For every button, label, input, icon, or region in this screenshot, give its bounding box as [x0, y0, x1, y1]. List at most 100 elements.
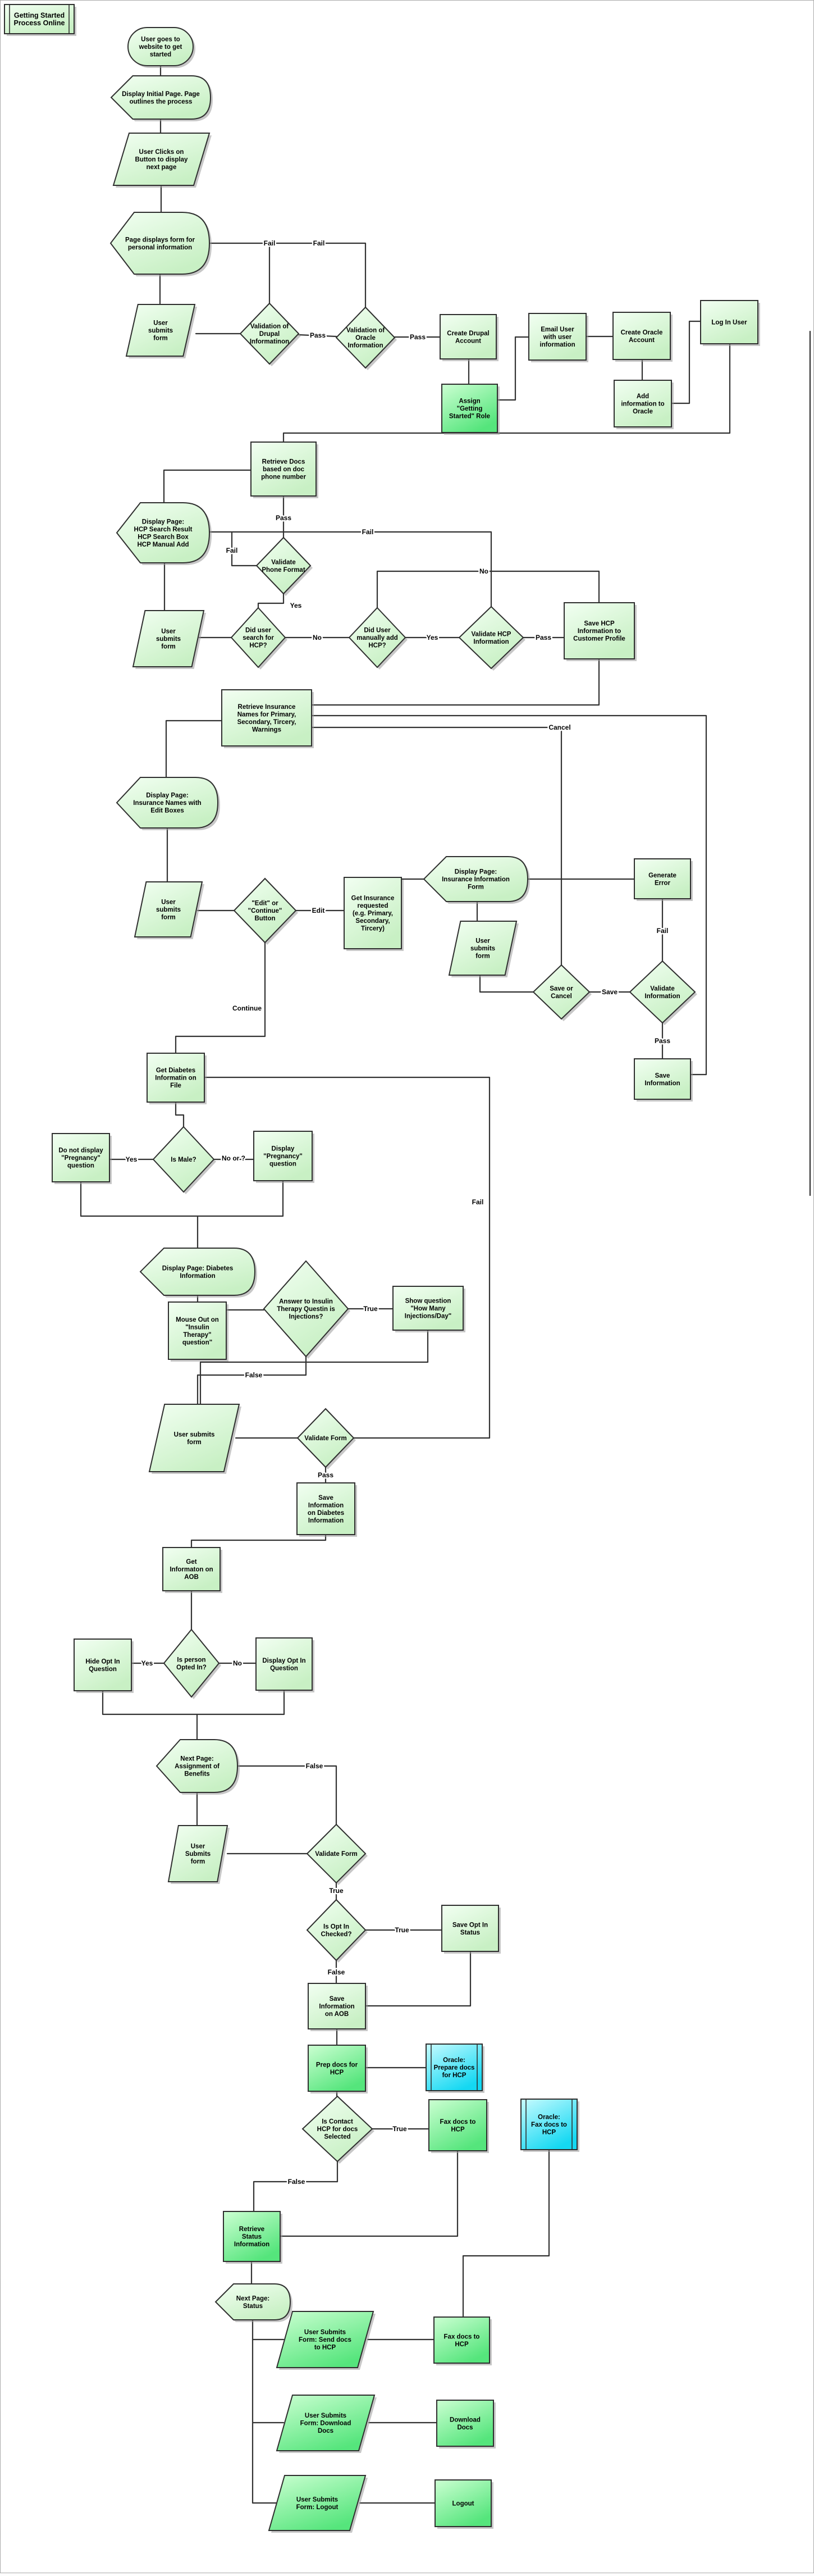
user-submits-download-label-line: User Submits	[305, 2413, 346, 2419]
edge-didsearch-yes-up	[257, 593, 285, 609]
edge-validateform1-fail-loop	[203, 1076, 491, 1439]
user-submits-form-2-shape	[132, 610, 205, 667]
next-page-status-shape	[214, 2283, 291, 2320]
validation-oracle-label-line: Validation of	[346, 327, 385, 334]
log-in-user: Log In User	[700, 300, 760, 346]
lbl-yes-male: Yes	[126, 1155, 138, 1163]
user-clicks-button-label-line: next page	[147, 164, 177, 171]
fax-docs-to-hcp-1-label-line: Fax docs to	[440, 2119, 476, 2126]
edge-injections-return	[199, 1329, 429, 1408]
save-information-aob-label-line: on AOB	[325, 2011, 349, 2018]
next-page-aob-label-line: Next Page:	[180, 1756, 213, 1763]
save-diabetes-information-label-line: Information	[308, 1517, 344, 1524]
did-user-search-hcp-label-line: Did user	[245, 627, 272, 634]
user-submits-download-label-line: Docs	[318, 2428, 333, 2434]
lbl-true-vf2: True	[329, 1887, 344, 1895]
display-insurance-form-label-line: Form	[468, 884, 484, 891]
is-person-opted-in-label-line: Opted In?	[176, 1664, 207, 1671]
oracle-prepare-docs-label-line: Oracle:	[443, 2057, 465, 2064]
save-opt-in-status-shape	[441, 1905, 499, 1952]
save-hcp-information-shape	[564, 602, 635, 659]
lbl-continue: Continue	[232, 1004, 262, 1012]
hide-opt-in-label-line: Hide Opt In	[85, 1658, 120, 1665]
did-user-manually-add-hcp-label-line: Did User	[364, 627, 391, 634]
user-submits-form-4-shape	[448, 921, 518, 976]
retrieve-docs-shape	[250, 442, 317, 497]
email-user-label-line: with user	[543, 334, 572, 341]
fax-docs-to-hcp-1-shape	[428, 2099, 487, 2151]
validate-form-diabetes-label-line: Validate Form	[304, 1435, 346, 1442]
lbl-yes-manual: Yes	[427, 634, 438, 641]
generate-error-shape	[634, 858, 691, 899]
lbl-yes-search: Yes	[290, 602, 302, 609]
display-diabetes-info-label-line: Display Page: Diabetes	[162, 1265, 234, 1272]
save-or-cancel-label-line: Cancel	[551, 993, 572, 1000]
validate-information-label-line: Information	[644, 993, 680, 1000]
edge-insulinq-false	[196, 1355, 307, 1408]
edit-or-continue-shape	[233, 877, 297, 944]
display-insurance-form-label-line: Display Page:	[455, 869, 497, 876]
add-information-to-oracle-label-line: information to	[621, 401, 664, 408]
lbl-false-insulin: False	[245, 1371, 263, 1379]
create-oracle-account-shape	[612, 312, 671, 360]
oracle-prepare-docs-label-line: Prepare docs	[434, 2065, 475, 2072]
display-initial-page-label-line: Display Initial Page. Page	[122, 91, 200, 98]
lbl-pass-drupal: Pass	[310, 331, 326, 339]
get-information-aob-label-line: Get	[186, 1559, 196, 1565]
retrieve-insurance-names-label-line: Warnings	[252, 726, 281, 733]
oracle-fax-docs-label-line: HCP	[542, 2129, 556, 2136]
save-hcp-information-label-line: Information to	[578, 628, 621, 635]
validate-hcp-information-label-line: Information	[473, 639, 509, 645]
get-diabetes-information-shape	[147, 1053, 205, 1103]
next-page-aob-label-line: Assignment of	[175, 1763, 219, 1770]
title-box-shape	[4, 4, 75, 34]
assign-getting-started-role-label-line: "Getting	[457, 406, 483, 412]
display-opt-in-label-line: Display Opt In	[262, 1658, 305, 1664]
lbl-pass-oracle: Pass	[410, 333, 426, 341]
lbl-true-contact: True	[392, 2125, 407, 2133]
validate-form-aob-label-line: Validate Form	[315, 1851, 357, 1858]
lbl-cancel: Cancel	[548, 723, 570, 731]
user-submits-form-6-label-line: User	[191, 1844, 205, 1850]
display-hcp-search-shape	[116, 502, 211, 563]
display-insurance-form-label-line: Insurance Information	[442, 876, 510, 883]
add-information-to-oracle-label-line: Add	[637, 393, 649, 400]
oracle-fax-docs-side-bars	[525, 2099, 573, 2150]
user-submits-form-3-shape	[134, 881, 203, 937]
display-hcp-search-label-line: HCP Search Result	[134, 526, 193, 533]
display-opt-in-label-line: Question	[270, 1665, 298, 1672]
lbl-edit: Edit	[312, 907, 325, 914]
user-submits-send-docs-label-line: to HCP	[314, 2345, 336, 2351]
save-opt-in-status-label-line: Save Opt In	[452, 1922, 488, 1928]
lbl-false-vf2: False	[306, 1762, 323, 1770]
is-contact-hcp-for-docs-label-line: Selected	[324, 2134, 350, 2141]
save-information-label-line: Save	[655, 1072, 670, 1079]
fax-docs-to-hcp-1-label-line: HCP	[451, 2126, 465, 2133]
logout-shape	[435, 2479, 492, 2527]
save-diabetes-information-label-line: Save	[318, 1495, 333, 1501]
prep-docs-for-hcp-label-line: HCP	[330, 2069, 344, 2076]
retrieve-status-information-label-line: Status	[242, 2234, 262, 2241]
lbl-fail-oracle: Fail	[313, 239, 325, 247]
is-contact-hcp-for-docs-shape	[301, 2095, 373, 2163]
edge-retrievedocs-to-displayhcp	[163, 469, 252, 504]
user-submits-form-5-shape	[148, 1404, 240, 1472]
edge-getdiabetes-to-ismale	[175, 1101, 185, 1128]
log-in-user-shape	[700, 300, 758, 344]
assign-getting-started-role-label-line: Assign	[459, 398, 480, 405]
